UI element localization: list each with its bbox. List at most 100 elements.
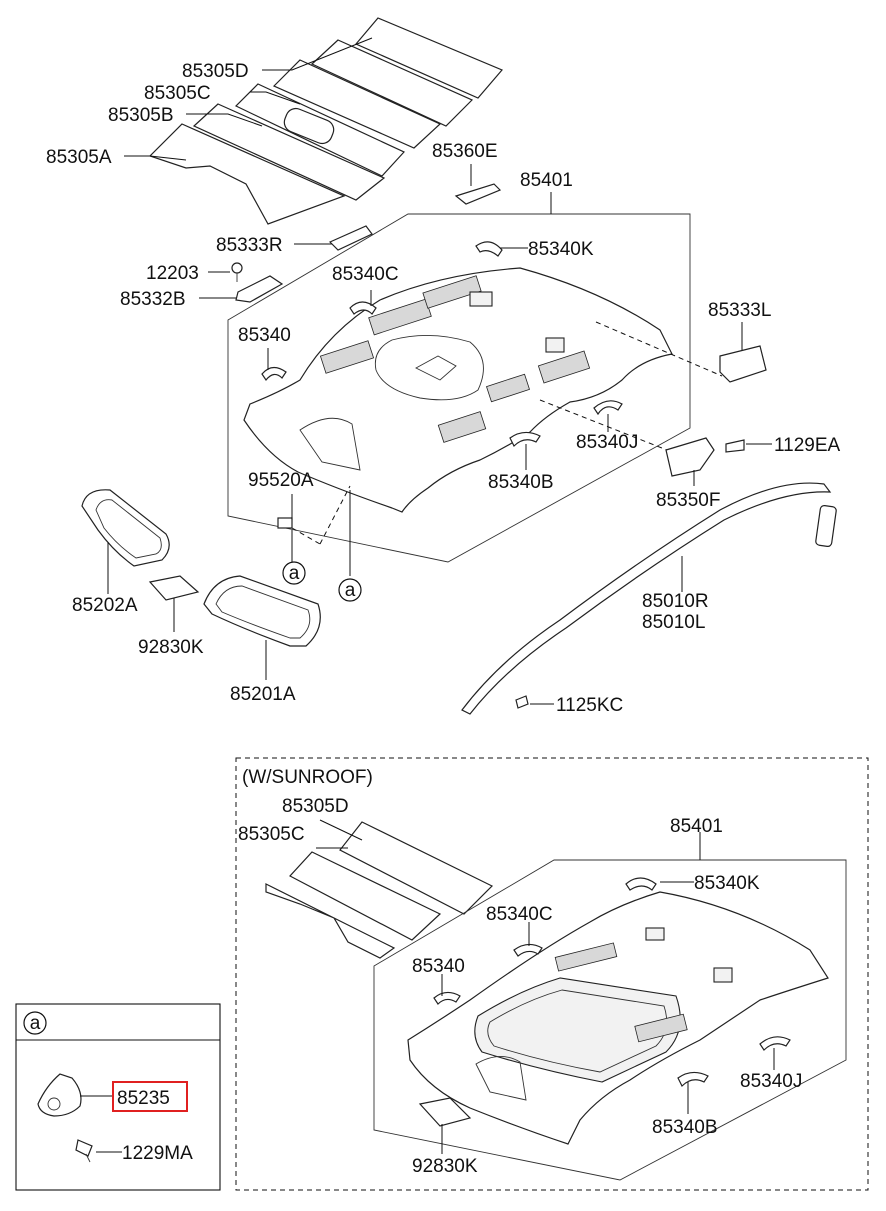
panel-85305B-window [283, 107, 335, 145]
sunroof-label-85401: 85401 [670, 816, 723, 837]
detail-label-85235[interactable]: 85235 [117, 1088, 170, 1109]
label-85340C: 85340C [332, 264, 399, 285]
panel-85305B[interactable] [192, 103, 386, 201]
sunroof-hatch-1 [554, 942, 618, 972]
callout-a-2[interactable] [338, 578, 362, 602]
sunroof-handle-85340C[interactable] [513, 943, 543, 957]
guide-line-85350F [539, 399, 673, 453]
airbag-85010R[interactable] [461, 482, 832, 715]
handle-85340B[interactable] [509, 431, 541, 448]
callout-a-2-text: a [345, 580, 356, 601]
label-85340K: 85340K [528, 239, 594, 260]
sunroof-pad-1 [645, 927, 665, 941]
panel-85305D-strip-3[interactable] [310, 39, 474, 127]
label-1129EA: 1129EA [774, 435, 841, 456]
handle-85340C[interactable] [349, 301, 377, 315]
bracket-85333L[interactable] [719, 345, 767, 383]
panel-85305A[interactable] [148, 123, 346, 225]
label-95520A: 95520A [248, 470, 314, 491]
sunroof-holder-92830K[interactable] [418, 1097, 472, 1127]
roof-panels-group [148, 17, 503, 225]
sun-visor-85201A-inner [215, 585, 311, 639]
handle-85340J[interactable] [593, 400, 623, 416]
sunroof-label-92830K: 92830K [412, 1156, 478, 1177]
label-85333R: 85333R [216, 235, 283, 256]
guide-line-clip-2 [319, 485, 351, 545]
main-labels: 85305D 85305C 85305B 85305A 85360E 85401… [46, 61, 841, 716]
sunroof-label-85305C: 85305C [238, 824, 305, 845]
main-small-parts [231, 183, 767, 529]
sun-visor-85201A[interactable] [203, 575, 321, 647]
label-85332B: 85332B [120, 289, 186, 310]
screw-1229MA[interactable] [75, 1139, 93, 1157]
sunroof-opening-inner [487, 989, 668, 1073]
highlight-85235 [112, 1081, 188, 1112]
label-1125KC: 1125KC [556, 695, 623, 716]
sunroof-pad-2 [713, 967, 733, 983]
label-85305C: 85305C [144, 83, 211, 104]
hatch-area-4 [537, 350, 591, 384]
headliner-lamp-opening [415, 355, 457, 381]
clip-85235[interactable] [37, 1073, 82, 1117]
sunroof-handle-85340[interactable] [433, 991, 461, 1005]
handle-85340[interactable] [261, 366, 287, 382]
detail-box-callout [23, 1011, 47, 1035]
clip-95520A[interactable] [277, 517, 293, 529]
label-85350F: 85350F [656, 490, 720, 511]
sunroof-hatch-2 [634, 1013, 688, 1043]
bracket-85333R[interactable] [328, 225, 373, 251]
sunroof-section: (W/SUNROOF) 85305D 85305C 85401 85340K 8 [235, 757, 869, 1191]
bracket-85350F[interactable] [665, 437, 715, 477]
sunroof-handle-85340B[interactable] [677, 1071, 709, 1088]
airbag-inflator [815, 504, 837, 548]
sunroof-label-85305D: 85305D [282, 796, 349, 817]
holder-92830K[interactable] [148, 575, 200, 601]
bracket-85332B[interactable] [235, 275, 284, 303]
label-85201A: 85201A [230, 684, 296, 705]
bolt-12203[interactable] [231, 262, 243, 274]
screw-1129EA[interactable] [725, 439, 745, 453]
hatch-area-6 [437, 411, 487, 443]
sunroof-label-85340J: 85340J [740, 1071, 802, 1092]
label-85340J: 85340J [576, 432, 638, 453]
sunroof-panel-85305D-strip-2[interactable] [339, 821, 494, 915]
sunroof-label-85340: 85340 [412, 956, 465, 977]
label-85360E: 85360E [432, 141, 498, 162]
callout-a-1[interactable] [282, 561, 306, 585]
headliner-outline-box [227, 213, 691, 563]
main-headliner-group [227, 213, 723, 563]
sunroof-opening [474, 977, 681, 1083]
sunroof-panel-85305D-strip-1[interactable] [289, 851, 442, 941]
panel-85305D-strip-4[interactable] [355, 17, 503, 99]
label-85305B: 85305B [108, 105, 174, 126]
hatch-area-1 [319, 340, 375, 374]
label-85333L: 85333L [708, 300, 771, 321]
label-85010L: 85010L [642, 612, 705, 633]
label-12203: 12203 [146, 263, 199, 284]
panel-85305D-strip-2[interactable] [272, 59, 442, 149]
hatch-area-3 [422, 275, 482, 309]
sunroof-label-85340C: 85340C [486, 904, 553, 925]
clip-1125KC[interactable] [515, 695, 529, 709]
clip-85235-hole [47, 1097, 61, 1111]
handle-85340K[interactable] [475, 241, 503, 257]
visors-and-airbag [81, 482, 837, 715]
label-85401: 85401 [520, 170, 573, 191]
sunroof-panel-85305C[interactable] [265, 883, 396, 959]
detail-box-a: a 85235 1229MA [15, 1003, 221, 1191]
headliner-front-frame [299, 417, 361, 471]
bracket-85360E[interactable] [454, 183, 502, 205]
label-92830K: 92830K [138, 637, 204, 658]
callout-a-1-text: a [289, 563, 300, 584]
detail-box-frame [15, 1003, 221, 1191]
headliner-pad-2 [545, 337, 565, 353]
headliner-85401[interactable] [243, 267, 673, 513]
sunroof-handle-85340K[interactable] [625, 877, 657, 891]
label-85202A: 85202A [72, 595, 138, 616]
sunroof-handle-85340J[interactable] [759, 1036, 791, 1051]
sun-visor-85202A[interactable] [81, 489, 170, 567]
label-85340B: 85340B [488, 472, 554, 493]
sunroof-outline-box [373, 859, 847, 1181]
label-85340: 85340 [238, 325, 291, 346]
